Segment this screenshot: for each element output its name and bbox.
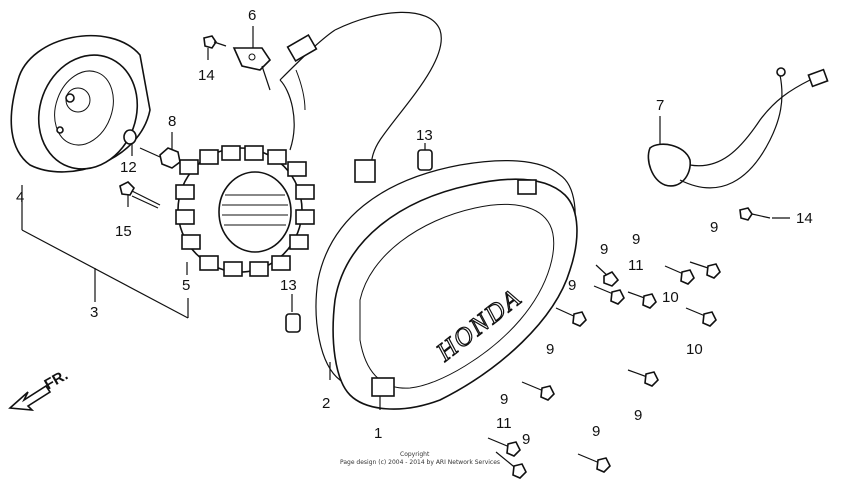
bolt-9g xyxy=(627,369,659,387)
bolt-9a xyxy=(595,264,620,287)
bolt-14-right xyxy=(739,207,771,221)
stator-wire-harness xyxy=(279,11,442,183)
callout-9: 9 xyxy=(632,231,640,248)
bolt-15 xyxy=(119,181,161,209)
callout-9: 9 xyxy=(522,431,530,448)
bolt-9b xyxy=(593,285,625,305)
callout-1: 1 xyxy=(374,425,382,442)
front-direction-arrow: FR. xyxy=(8,367,71,411)
callout-7: 7 xyxy=(656,97,664,114)
callout-9: 9 xyxy=(710,219,718,236)
bolt-10a xyxy=(664,265,695,285)
crankcase-cover: HONDA xyxy=(332,178,578,410)
callout-12: 12 xyxy=(120,159,137,176)
callout-10: 10 xyxy=(662,289,679,306)
callout-9: 9 xyxy=(568,277,576,294)
bolt-14-top xyxy=(203,35,227,49)
callout-9: 9 xyxy=(500,391,508,408)
callout-13: 13 xyxy=(416,127,433,144)
dowel-pin-upper xyxy=(417,149,433,171)
bolt-9f xyxy=(521,381,555,401)
callout-11: 11 xyxy=(628,257,644,274)
flywheel-rotor xyxy=(10,34,151,173)
callout-9: 9 xyxy=(634,407,642,424)
callout-9: 9 xyxy=(546,341,554,358)
callout-13: 13 xyxy=(280,277,297,294)
washer-part xyxy=(123,129,137,145)
callout-8: 8 xyxy=(168,113,176,130)
cover-bolts xyxy=(487,261,721,479)
bolt-11a xyxy=(627,291,657,309)
callout-9: 9 xyxy=(600,241,608,258)
bolt-9i xyxy=(577,453,611,473)
bolt-9e xyxy=(555,307,587,327)
copyright-line-1: Copyright xyxy=(400,451,430,458)
callout-14: 14 xyxy=(198,67,215,84)
dowel-pin-lower xyxy=(285,313,301,333)
callout-5: 5 xyxy=(182,277,190,294)
callout-10: 10 xyxy=(686,341,703,358)
bolt-11b xyxy=(487,437,521,457)
callout-6: 6 xyxy=(248,7,256,24)
clamp-bracket xyxy=(232,47,272,91)
bolt-9h xyxy=(495,451,527,479)
callout-2: 2 xyxy=(322,395,330,412)
callout-14: 14 xyxy=(796,210,813,227)
callout-3: 3 xyxy=(90,304,98,321)
flywheel-nut xyxy=(139,147,181,169)
neutral-switch-wire xyxy=(647,67,829,189)
callout-9: 9 xyxy=(592,423,600,440)
copyright-line-2: Page design (c) 2004 - 2014 by ARI Netwo… xyxy=(340,459,500,466)
leader-lines xyxy=(21,26,790,410)
stator-coil xyxy=(175,145,315,277)
callout-4: 4 xyxy=(16,189,24,206)
bolt-10b xyxy=(685,307,717,327)
bolt-9d xyxy=(689,261,721,279)
callout-numbers: 6 14 8 12 4 15 13 7 14 5 3 13 9 9 9 11 9… xyxy=(16,7,813,448)
callout-11: 11 xyxy=(496,415,512,432)
callout-15: 15 xyxy=(115,223,132,240)
